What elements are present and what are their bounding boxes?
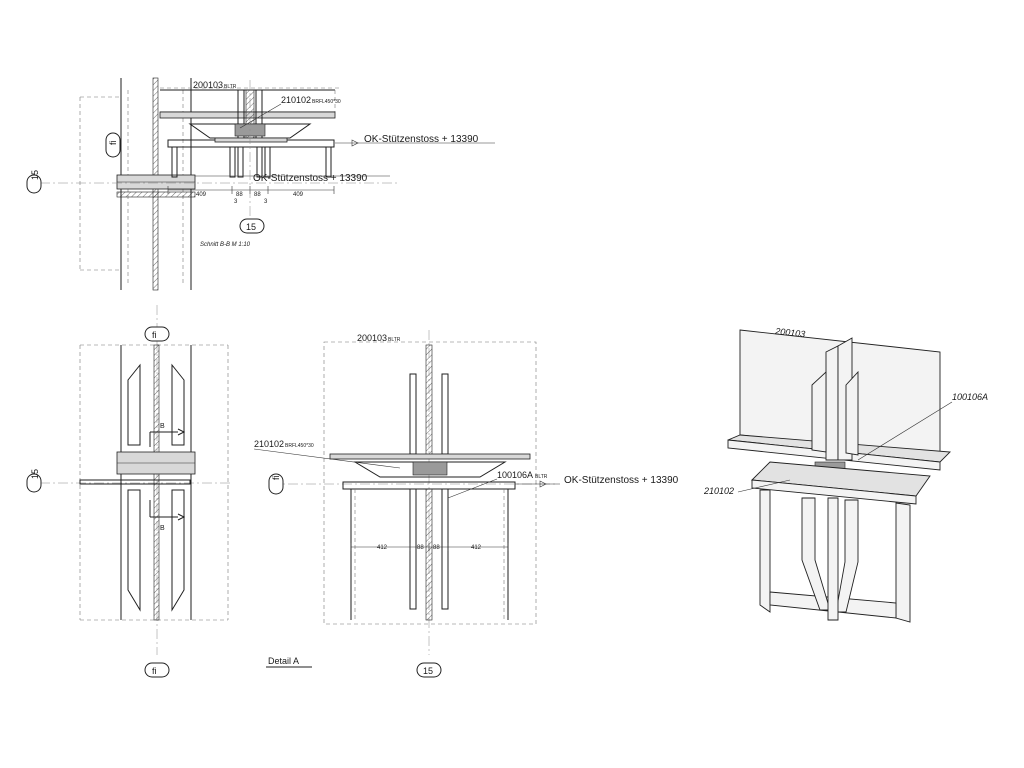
section-bb-view: 200103 BLTR 210102 BRFL450*30 OK-Stützen… [26, 77, 495, 291]
side-view: B B fi 15 fi [26, 305, 230, 678]
part-number-top: 200103 [193, 80, 223, 90]
level-label-lower: OK-Stützenstoss + 13390 [253, 173, 368, 184]
front-part-number-top: 200103 [357, 333, 387, 343]
dim-88-left: 88 [236, 192, 243, 198]
front-view-detail-a: 412 88 88 412 200103 BLTR 210102 BRFL450… [253, 330, 679, 678]
section-mark-b-bottom: B [160, 525, 165, 532]
grid-label-fi-front: fi [271, 475, 281, 480]
part-suffix-top: BLTR [224, 84, 237, 90]
grid-bubble-15-left [26, 174, 42, 194]
section-mark-b-top: B [160, 423, 165, 430]
iso-part-number-top: 200103 [774, 326, 806, 339]
front-part-number-plate: 210102 [254, 439, 284, 449]
grid-label-15-side: 15 [30, 469, 40, 479]
dim-412-right: 412 [471, 545, 482, 551]
grid-label-fi-column: fi [108, 140, 118, 145]
dim-409-right: 409 [293, 192, 304, 198]
grid-label-fi-bottom: fi [152, 666, 157, 676]
dim-3-left: 3 [234, 199, 238, 205]
detail-caption: Detail A [268, 656, 299, 666]
dim-88-right-front: 88 [433, 545, 440, 551]
grid-bubble-fi-bottom [144, 662, 170, 678]
iso-part-number-plate: 210102 [703, 486, 734, 496]
dim-409-left: 409 [196, 192, 207, 198]
front-part-number-stiffener: 100106A [497, 470, 533, 480]
part-suffix-plate: BRFL450*30 [312, 99, 341, 105]
grid-label-15-left: 15 [30, 170, 40, 180]
isometric-view: 200103 100106A 210102 [703, 326, 988, 623]
grid-bubble-fi-front [268, 473, 284, 495]
grid-bubble-15-bottom [239, 218, 265, 234]
grid-bubble-15-side [26, 473, 42, 493]
grid-label-15-bottom: 15 [246, 222, 256, 232]
front-part-suffix-top: BLTR [388, 337, 401, 343]
level-label-upper: OK-Stützenstoss + 13390 [364, 134, 479, 145]
front-level-label: OK-Stützenstoss + 13390 [564, 475, 679, 486]
section-caption: Schnitt B-B M 1:10 [200, 242, 251, 248]
grid-label-15-front: 15 [423, 666, 433, 676]
front-part-suffix-stiffener: BLTR [535, 474, 548, 480]
dim-88-left-front: 88 [417, 545, 424, 551]
grid-label-fi-top: fi [152, 330, 157, 340]
grid-bubble-fi-top [144, 326, 170, 342]
dim-88-right: 88 [254, 192, 261, 198]
iso-part-number-stiffener: 100106A [952, 392, 988, 402]
part-number-plate: 210102 [281, 95, 311, 105]
dim-412-left: 412 [377, 545, 388, 551]
grid-bubble-fi-column [105, 132, 121, 158]
front-part-suffix-plate: BRFL450*30 [285, 443, 314, 449]
grid-bubble-15-front [416, 662, 442, 678]
dim-3-right: 3 [264, 199, 268, 205]
